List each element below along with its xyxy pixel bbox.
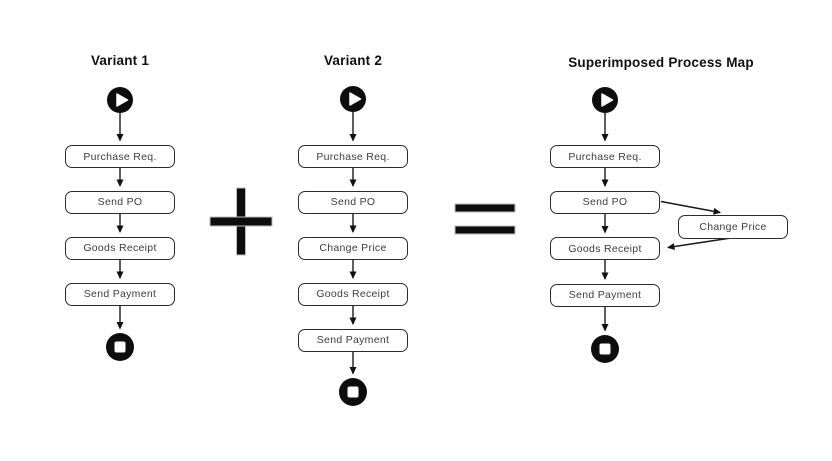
column-title-variant-1: Variant 1 bbox=[90, 53, 150, 68]
node-superimposed-send-payment: Send Payment bbox=[550, 283, 660, 307]
play-icon bbox=[592, 87, 618, 113]
node-variant2-goods-receipt: Goods Receipt bbox=[298, 282, 408, 306]
superimposed-arrows bbox=[601, 113, 732, 332]
node-variant1-purchase-req: Purchase Req. bbox=[65, 145, 175, 168]
play-icon bbox=[107, 87, 133, 113]
node-superimposed-change-price: Change Price bbox=[678, 215, 788, 239]
node-variant2-change-price: Change Price bbox=[298, 236, 408, 260]
node-variant1-send-payment: Send Payment bbox=[65, 282, 175, 306]
play-icon bbox=[340, 86, 366, 112]
column-title-superimposed: Superimposed Process Map bbox=[568, 55, 754, 70]
node-variant2-purchase-req: Purchase Req. bbox=[298, 145, 408, 168]
node-variant1-send-po: Send PO bbox=[65, 190, 175, 214]
equals-operator bbox=[454, 203, 516, 235]
node-variant2-send-payment: Send Payment bbox=[298, 328, 408, 352]
node-variant2-send-po: Send PO bbox=[298, 190, 408, 214]
stop-icon bbox=[106, 333, 134, 361]
plus-operator bbox=[209, 187, 273, 256]
stop-icon bbox=[339, 378, 367, 406]
node-superimposed-goods-receipt: Goods Receipt bbox=[550, 237, 660, 260]
stop-icon bbox=[591, 335, 619, 363]
node-superimposed-send-po: Send PO bbox=[550, 190, 660, 214]
node-superimposed-purchase-req: Purchase Req. bbox=[550, 145, 660, 168]
node-variant1-goods-receipt: Goods Receipt bbox=[65, 236, 175, 260]
column-title-variant-2: Variant 2 bbox=[323, 53, 383, 68]
